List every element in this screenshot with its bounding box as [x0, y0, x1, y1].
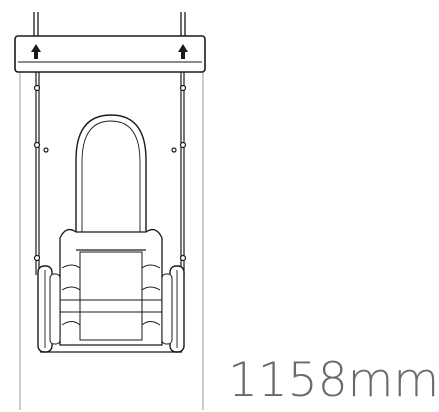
- top-studs: [33, 12, 186, 36]
- left-bolt-icon: [31, 44, 41, 59]
- top-mounting-plate: [14, 35, 206, 73]
- right-wheel: [161, 265, 185, 353]
- frame-rails: [35, 72, 185, 275]
- central-body: [75, 114, 147, 251]
- dimension-label: 1158mm: [228, 353, 439, 408]
- plate-bolts: [31, 44, 188, 59]
- dimension-lines: [19, 58, 204, 410]
- right-bolt-icon: [178, 44, 188, 59]
- rail-holes: [33, 84, 187, 262]
- lower-housing: [59, 228, 163, 346]
- left-wheel: [37, 265, 61, 353]
